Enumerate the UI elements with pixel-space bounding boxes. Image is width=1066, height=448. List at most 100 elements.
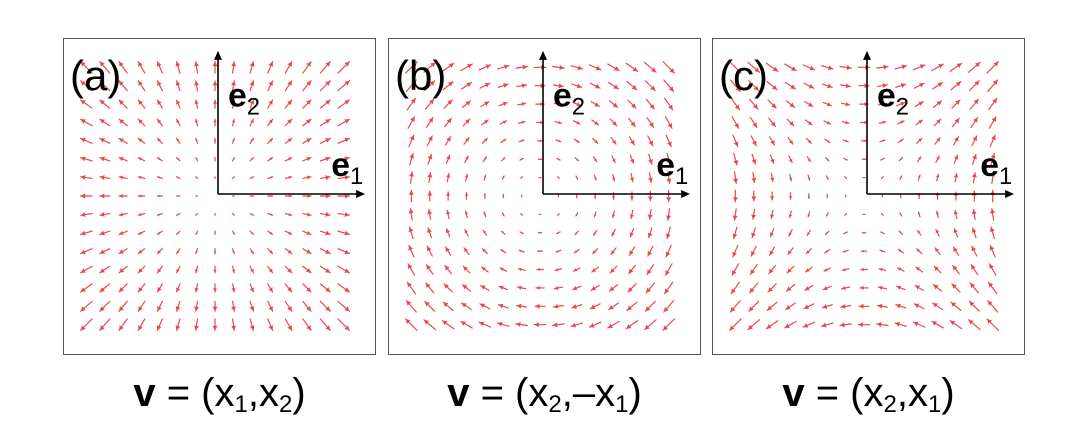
vector-arrow-head bbox=[194, 287, 199, 292]
vector-arrow-head bbox=[325, 80, 331, 86]
vector-arrow-head bbox=[194, 325, 199, 331]
vector-arrow-head bbox=[408, 245, 413, 251]
vector-arrow-head bbox=[753, 85, 759, 91]
vector-arrow-head bbox=[992, 79, 998, 85]
vector-arrow-head bbox=[969, 301, 975, 307]
vector-arrow-head bbox=[591, 268, 597, 272]
vector-arrow-head bbox=[788, 177, 793, 181]
vector-arrow-head bbox=[593, 214, 597, 217]
vector-arrow-head bbox=[498, 303, 504, 309]
vector-arrow-head bbox=[325, 212, 331, 217]
vector-arrow-head bbox=[407, 282, 412, 288]
vector-arrow-head bbox=[213, 119, 217, 123]
vector-arrow-head bbox=[430, 62, 436, 68]
vector-arrow-head bbox=[607, 323, 613, 328]
vector-arrow-head bbox=[808, 83, 814, 89]
vector-arrow-head bbox=[479, 321, 485, 327]
vector-arrow-head bbox=[80, 287, 86, 292]
vector-arrow-head bbox=[828, 65, 833, 71]
formula-a-mid: ,x bbox=[247, 371, 279, 415]
vector-arrow-head bbox=[651, 67, 657, 73]
vector-arrow-head bbox=[521, 195, 523, 196]
vector-arrow-head bbox=[325, 268, 331, 273]
vector-arrow-head bbox=[233, 214, 235, 216]
vector-arrow-head bbox=[808, 102, 813, 107]
vector-arrow-head bbox=[138, 212, 142, 217]
vector-arrow-head bbox=[993, 61, 999, 67]
vector-arrow-head bbox=[306, 230, 312, 235]
vector-arrow-head bbox=[770, 158, 775, 164]
vector-arrow-head bbox=[483, 138, 488, 142]
vector-arrow-head bbox=[232, 157, 235, 160]
vector-arrow-head bbox=[916, 248, 921, 253]
vector-arrow-head bbox=[269, 157, 273, 161]
vector-arrow-head bbox=[573, 268, 578, 272]
vector-arrow-head bbox=[306, 249, 312, 254]
vector-arrow-head bbox=[464, 247, 468, 253]
vector-arrow-head bbox=[214, 176, 216, 178]
vector-arrow-head bbox=[464, 192, 469, 196]
vector-arrow-head bbox=[212, 61, 218, 67]
vector-arrow-head bbox=[409, 171, 414, 177]
vector-arrow-head bbox=[288, 231, 292, 235]
vector-arrow-head bbox=[898, 249, 902, 253]
vector-arrow-head bbox=[822, 304, 828, 309]
vector-arrow-head bbox=[325, 249, 331, 254]
vector-arrow-head bbox=[612, 102, 618, 108]
vector-arrow-head bbox=[480, 285, 486, 290]
vector-arrow-head bbox=[521, 83, 527, 89]
vector-arrow-head bbox=[991, 116, 996, 122]
vector-arrow-head bbox=[784, 323, 790, 328]
vector-arrow-head bbox=[520, 231, 522, 234]
vector-arrow-head bbox=[251, 157, 254, 160]
vector-arrow-head bbox=[955, 100, 961, 105]
vector-arrow-head bbox=[501, 231, 504, 234]
vector-arrow-head bbox=[99, 193, 105, 199]
vector-arrow-head bbox=[932, 303, 938, 308]
vector-arrow-head bbox=[989, 263, 994, 269]
vector-arrow-head bbox=[213, 288, 218, 292]
vector-arrow-head bbox=[736, 68, 742, 74]
vector-arrow-head bbox=[913, 321, 919, 327]
vector-arrow-head bbox=[842, 267, 846, 272]
vector-arrow-head bbox=[157, 250, 161, 254]
vector-arrow-head bbox=[881, 213, 883, 215]
vector-arrow-head bbox=[287, 286, 292, 292]
vector-arrow-head bbox=[99, 80, 105, 86]
vector-arrow-head bbox=[249, 61, 255, 67]
vector-arrow-head bbox=[899, 231, 902, 234]
vector-arrow-head bbox=[138, 175, 142, 180]
vector-arrow-head bbox=[882, 139, 885, 142]
vector-arrow-head bbox=[938, 64, 944, 69]
vector-arrow-head bbox=[788, 196, 793, 200]
vector-arrow-head bbox=[931, 321, 937, 326]
vector-arrow-head bbox=[119, 325, 124, 331]
vector-arrow-head bbox=[268, 100, 273, 105]
vector-arrow-head bbox=[305, 119, 312, 124]
vector-arrow-head bbox=[803, 304, 810, 309]
vector-arrow-head bbox=[499, 285, 504, 290]
e1-label-sub: 1 bbox=[675, 163, 688, 190]
vector-arrow-head bbox=[594, 139, 598, 144]
vector-arrow-head bbox=[899, 212, 902, 215]
vector-arrow-head bbox=[427, 191, 433, 196]
vector-arrow-head bbox=[933, 284, 939, 290]
vector-arrow-head bbox=[845, 158, 848, 161]
vector-arrow-head bbox=[426, 264, 431, 270]
vector-arrow-head bbox=[558, 139, 561, 143]
vector-arrow-head bbox=[767, 305, 773, 311]
vector-arrow-head bbox=[482, 248, 486, 253]
vector-arrow-head bbox=[176, 232, 179, 235]
vector-arrow-head bbox=[119, 249, 124, 254]
vector-arrow-head bbox=[771, 103, 777, 109]
vector-arrow-head bbox=[878, 285, 883, 290]
vector-arrow-head bbox=[448, 63, 454, 68]
vector-arrow-head bbox=[552, 322, 558, 328]
vector-arrow-head bbox=[175, 325, 181, 331]
vector-arrow-head bbox=[788, 232, 792, 237]
vector-arrow-head bbox=[748, 324, 754, 330]
vector-arrow-head bbox=[807, 139, 812, 144]
vector-arrow-head bbox=[864, 139, 867, 143]
vector-arrow-head bbox=[571, 322, 577, 328]
vector-arrow-head bbox=[99, 156, 105, 162]
